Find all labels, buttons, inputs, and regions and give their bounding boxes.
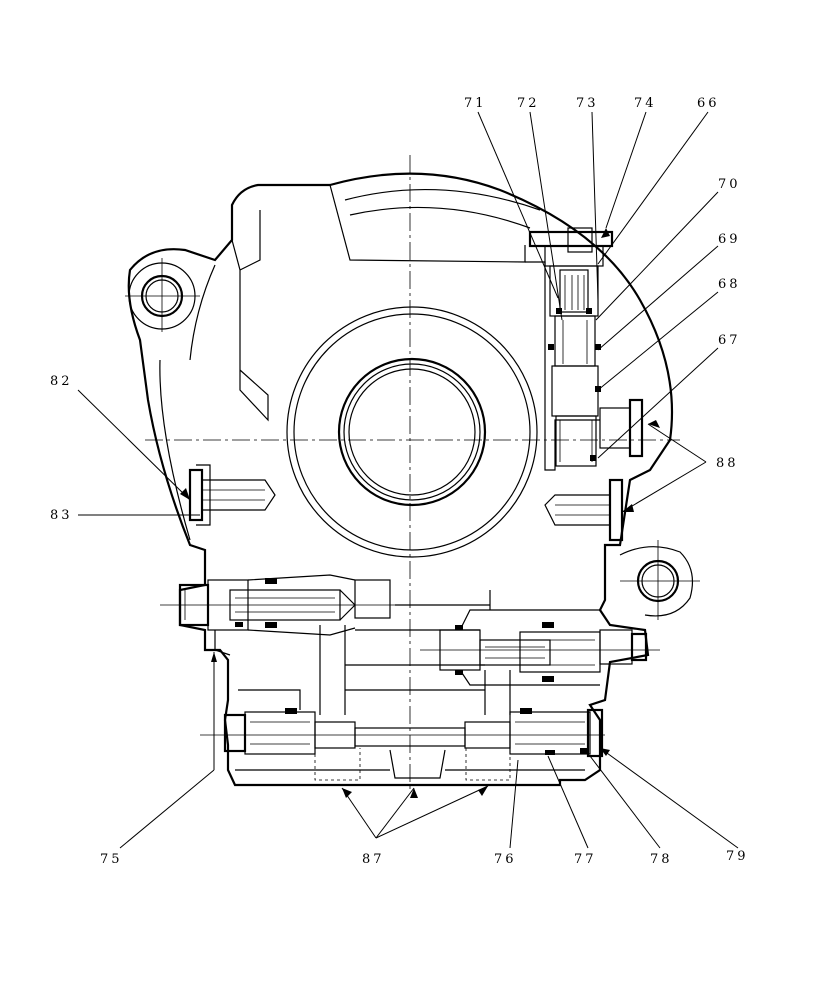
callout-72: 72 bbox=[517, 96, 540, 111]
relief-valve-assembly bbox=[528, 227, 644, 542]
leader-lines bbox=[77, 111, 739, 849]
housing-outline bbox=[127, 172, 674, 787]
upper-spool-assembly bbox=[160, 574, 420, 656]
callout-70: 70 bbox=[718, 177, 741, 192]
callout-82: 82 bbox=[50, 374, 73, 389]
arrow-heads bbox=[180, 228, 660, 798]
callout-67: 67 bbox=[718, 333, 741, 348]
callout-78: 78 bbox=[650, 852, 673, 867]
right-mounting-boss bbox=[619, 540, 700, 620]
middle-spool-assembly bbox=[420, 609, 660, 686]
callout-79: 79 bbox=[726, 849, 749, 864]
left-plug bbox=[188, 464, 276, 526]
callout-labels: 71 72 73 74 66 70 69 68 67 82 83 88 75 8… bbox=[50, 96, 749, 867]
left-mounting-boss bbox=[125, 258, 200, 332]
callout-87: 87 bbox=[362, 852, 385, 867]
callout-83: 83 bbox=[50, 508, 73, 523]
callout-76: 76 bbox=[494, 852, 517, 867]
bottom-spool-assembly bbox=[200, 708, 605, 781]
internal-passages bbox=[238, 590, 511, 715]
callout-69: 69 bbox=[718, 232, 741, 247]
callout-71: 71 bbox=[464, 96, 487, 111]
callout-75: 75 bbox=[100, 852, 123, 867]
callout-88: 88 bbox=[716, 456, 739, 471]
central-bore bbox=[286, 306, 538, 558]
callout-77: 77 bbox=[574, 852, 597, 867]
callout-73: 73 bbox=[576, 96, 599, 111]
callout-68: 68 bbox=[718, 277, 741, 292]
callout-66: 66 bbox=[697, 96, 720, 111]
callout-74: 74 bbox=[634, 96, 657, 111]
